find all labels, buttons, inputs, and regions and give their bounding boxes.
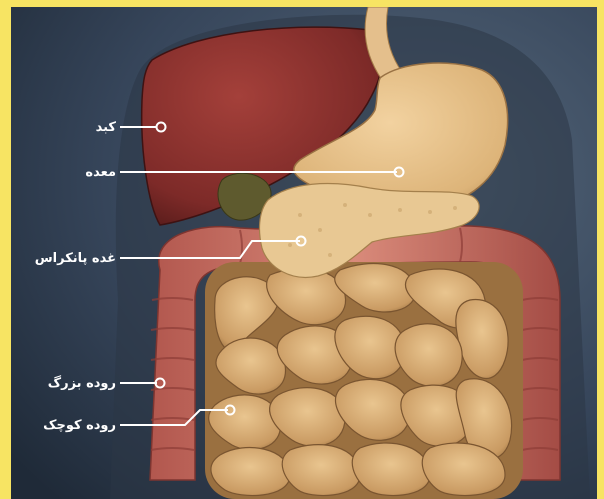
small-intestine-illustration bbox=[205, 262, 523, 499]
small-intestine-label: روده کوچک bbox=[43, 418, 116, 433]
stomach-label: معده bbox=[85, 165, 116, 180]
anatomy-panel: کبد معده غده پانکراس روده بزرگ روده کوچک bbox=[11, 7, 597, 499]
large-intestine-label: روده بزرگ bbox=[48, 374, 116, 391]
digestive-system-diagram: کبد معده غده پانکراس روده بزرگ روده کوچک bbox=[11, 7, 597, 499]
liver-label: کبد bbox=[96, 120, 117, 135]
pancreas-label: غده پانکراس bbox=[35, 251, 116, 266]
